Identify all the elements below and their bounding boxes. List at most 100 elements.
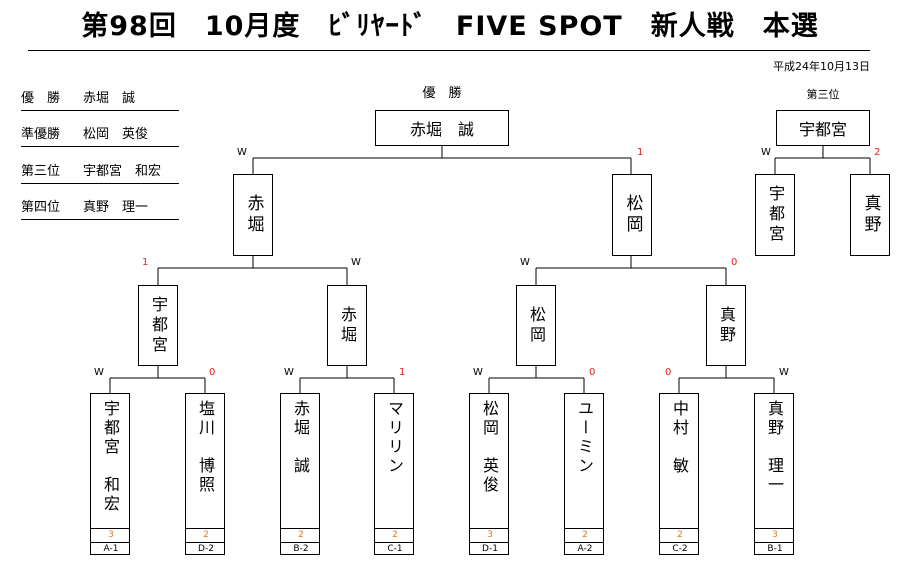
- final-right-mark: 1: [637, 147, 644, 158]
- third-place-winner-box: 宇都宮: [776, 110, 870, 146]
- player-box-1: 宇都宮 和宏 3 A-1: [90, 393, 130, 555]
- player-name-wrap: 中村 敏: [660, 400, 698, 476]
- result-name: 赤堀 誠: [83, 91, 136, 106]
- semi-name: 松岡: [622, 194, 643, 236]
- result-row-winner: 優 勝 赤堀 誠: [21, 88, 179, 111]
- player-box-2: 塩川 博照 2 D-2: [185, 393, 225, 555]
- third-place-winner-name: 宇都宮: [798, 120, 847, 139]
- player-score: 3: [108, 530, 114, 540]
- player-box-7: 中村 敏 2 C-2: [659, 393, 699, 555]
- player-divider: [281, 542, 319, 543]
- player-divider: [186, 542, 224, 543]
- player-name-wrap: ユーミン: [565, 400, 603, 476]
- result-label: 優 勝: [21, 91, 61, 106]
- player-name-wrap: 松岡 英俊: [470, 400, 508, 495]
- player-seed: C-2: [672, 544, 688, 554]
- result-name: 松岡 英俊: [83, 127, 149, 142]
- title-rule: [28, 50, 870, 51]
- player-divider: [375, 528, 413, 529]
- player-box-8: 真野 理一 3 B-1: [754, 393, 794, 555]
- player-name: マリリン: [385, 400, 404, 476]
- player-divider: [91, 542, 129, 543]
- quarter-box-1: 宇都宮: [138, 285, 178, 366]
- result-row-runner-up: 準優勝松岡 英俊: [21, 124, 179, 147]
- quarter-name: 赤堀: [338, 305, 357, 346]
- player-name: 宇都宮 和宏: [101, 400, 120, 514]
- third-place-left-box: 宇都宮: [755, 174, 795, 256]
- semi-box-right: 松岡: [612, 174, 652, 256]
- player-divider: [565, 542, 603, 543]
- third-place-left-name: 宇都宮: [766, 185, 785, 245]
- player-name: ユーミン: [575, 400, 594, 476]
- player-divider: [281, 528, 319, 529]
- player-divider: [755, 528, 793, 529]
- player-score: 3: [487, 530, 493, 540]
- final-left-mark: W: [237, 147, 247, 158]
- player-score: 3: [772, 530, 778, 540]
- quarter-name: 宇都宮: [149, 295, 168, 356]
- final-winner-box: 赤堀 誠: [375, 110, 509, 146]
- result-name: 宇都宮 和宏: [83, 164, 162, 179]
- page-title: 第98回 10月度 ﾋﾞﾘﾔｰﾄﾞ FIVE SPOT 新人戦 本選: [81, 11, 819, 42]
- player-seed: A-1: [103, 544, 119, 554]
- third-place-right-box: 真野: [850, 174, 890, 256]
- quarter-box-3: 松岡: [516, 285, 556, 366]
- player-divider: [565, 528, 603, 529]
- quarter-1-left-mark: W: [94, 367, 104, 378]
- semi-left-left-mark: 1: [142, 257, 149, 268]
- player-seed: C-1: [387, 544, 403, 554]
- player-divider: [91, 528, 129, 529]
- result-label: 第三位: [21, 164, 61, 179]
- quarter-name: 松岡: [527, 305, 546, 346]
- quarter-name: 真野: [717, 305, 736, 346]
- quarter-4-left-mark: 0: [665, 367, 672, 378]
- player-score: 2: [298, 530, 304, 540]
- quarter-3-left-mark: W: [473, 367, 483, 378]
- player-name-wrap: 赤堀 誠: [281, 400, 319, 476]
- third-place-caption: 第三位: [806, 88, 840, 101]
- result-row-third: 第三位 宇都宮 和宏: [21, 161, 179, 184]
- player-score: 2: [582, 530, 588, 540]
- semi-right-right-mark: 0: [731, 257, 738, 268]
- player-divider: [375, 542, 413, 543]
- final-caption: 優 勝: [422, 86, 462, 101]
- player-divider: [755, 542, 793, 543]
- result-label: 第四位: [21, 200, 61, 215]
- player-name: 松岡 英俊: [480, 400, 499, 495]
- player-name-wrap: 宇都宮 和宏: [91, 400, 129, 514]
- player-divider: [660, 542, 698, 543]
- quarter-box-4: 真野: [706, 285, 746, 366]
- player-box-5: 松岡 英俊 3 D-1: [469, 393, 509, 555]
- player-score: 2: [677, 530, 683, 540]
- quarter-1-right-mark: 0: [209, 367, 216, 378]
- player-seed: D-2: [198, 544, 214, 554]
- player-divider: [470, 542, 508, 543]
- result-name: 真野 理一: [83, 200, 149, 215]
- third-place-right-name: 真野: [860, 194, 881, 236]
- player-name-wrap: 塩川 博照: [186, 400, 224, 495]
- player-name: 真野 理一: [765, 400, 784, 495]
- third-place-right-mark: 2: [874, 147, 881, 158]
- player-divider: [660, 528, 698, 529]
- player-seed: B-1: [767, 544, 783, 554]
- final-winner-name: 赤堀 誠: [409, 120, 474, 139]
- player-seed: B-2: [293, 544, 309, 554]
- semi-name: 赤堀: [243, 194, 264, 236]
- third-place-left-mark: W: [761, 147, 771, 158]
- player-divider: [186, 528, 224, 529]
- player-name: 赤堀 誠: [291, 400, 310, 476]
- result-row-fourth: 第四位 真野 理一: [21, 197, 179, 220]
- semi-right-left-mark: W: [520, 257, 530, 268]
- player-name-wrap: 真野 理一: [755, 400, 793, 495]
- player-seed: A-2: [577, 544, 593, 554]
- player-box-6: ユーミン 2 A-2: [564, 393, 604, 555]
- quarter-4-right-mark: W: [779, 367, 789, 378]
- player-box-4: マリリン 2 C-1: [374, 393, 414, 555]
- player-name-wrap: マリリン: [375, 400, 413, 476]
- quarter-box-2: 赤堀: [327, 285, 367, 366]
- player-seed: D-1: [482, 544, 498, 554]
- player-score: 2: [203, 530, 209, 540]
- player-box-3: 赤堀 誠 2 B-2: [280, 393, 320, 555]
- semi-box-left: 赤堀: [233, 174, 273, 256]
